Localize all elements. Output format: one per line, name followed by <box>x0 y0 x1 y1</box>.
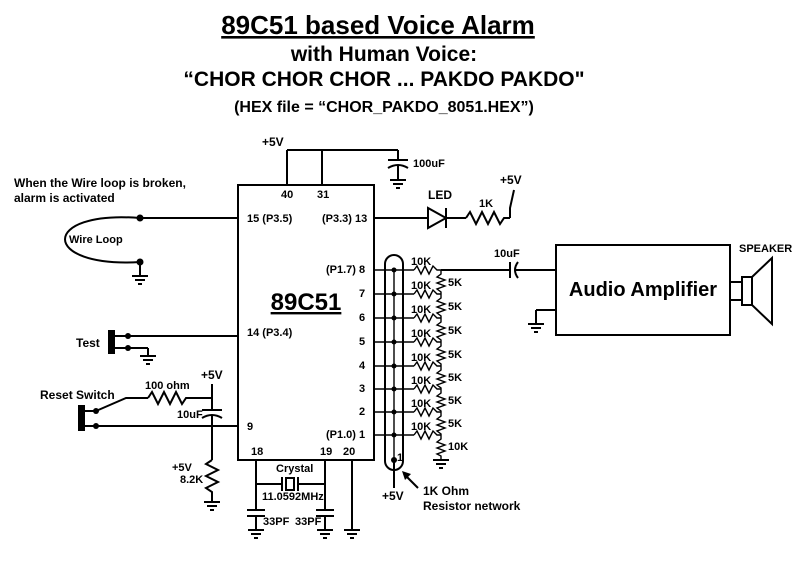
port-pin-7: 7 <box>359 288 365 300</box>
pin-9-label: 9 <box>247 421 253 433</box>
pin-15-label: 15 (P3.5) <box>247 213 293 225</box>
diagram-subtitle: with Human Voice: <box>290 43 477 66</box>
pin-p10-label: (P1.0) <box>326 429 356 441</box>
reset-vcc-label: +5V <box>201 368 223 382</box>
r5k-label-1: 5K <box>448 277 462 289</box>
pin-p17-label: (P1.7) 8 <box>326 264 365 276</box>
output-cap-label: 10uF <box>494 248 520 260</box>
wire-note-line2: alarm is activated <box>14 191 115 205</box>
pin-31-label: 31 <box>317 189 329 201</box>
pulldown-vcc-label: +5V <box>172 462 193 474</box>
reset-resistor-label: 100 ohm <box>145 380 190 392</box>
port-pin-1: 1 <box>359 429 365 441</box>
wire-loop-circuit: When the Wire loop is broken, alarm is a… <box>14 176 238 285</box>
vcc-top-label: +5V <box>262 135 284 149</box>
crystal-circuit: Crystal 11.0592MHz 33PF 33PF <box>247 460 360 539</box>
r5k-label-5: 5K <box>448 372 462 384</box>
wire-loop-label: Wire Loop <box>69 234 123 246</box>
led-vcc-label: +5V <box>500 173 522 187</box>
crystal-freq-label: 11.0592MHz <box>262 491 324 503</box>
audio-amplifier-box <box>555 244 731 336</box>
pin-13-label: (P3.3) 13 <box>322 213 367 225</box>
reset-cap-label: 10uF <box>177 409 203 421</box>
r10k-label-8: 10K <box>411 256 431 268</box>
wire-note-line1: When the Wire loop is broken, <box>14 176 186 190</box>
r5k-label-6: 5K <box>448 395 462 407</box>
speaker-icon <box>741 276 753 306</box>
audio-amplifier-label: Audio Amplifier <box>569 279 717 301</box>
diagram-title: 89C51 based Voice Alarm <box>221 10 535 40</box>
r10k-label-2: 10K <box>411 398 431 410</box>
r10k-label-4: 10K <box>411 352 431 364</box>
pin-20-label: 20 <box>343 446 355 458</box>
r10k-label-6: 10K <box>411 304 431 316</box>
chip-name: 89C51 <box>271 289 342 316</box>
pulldown-resistor-label: 8.2K <box>180 474 203 486</box>
cap-33pf-a-label: 33PF <box>263 516 290 528</box>
led-resistor-label: 1K <box>479 198 493 210</box>
network-vcc-label: +5V <box>382 489 404 503</box>
led-label: LED <box>428 188 452 202</box>
speaker-label: SPEAKER <box>739 243 792 255</box>
port-pin-5: 5 <box>359 336 365 348</box>
r5k-label-3: 5K <box>448 325 462 337</box>
reset-switch-label: Reset Switch <box>40 388 115 402</box>
r10k-label-1: 10K <box>411 421 431 433</box>
diagram-hex-file: (HEX file = “CHOR_PAKDO_8051.HEX”) <box>234 99 534 116</box>
r5k-label-4: 5K <box>448 349 462 361</box>
diagram-voice-text: “CHOR CHOR CHOR ... PAKDO PAKDO" <box>183 68 584 91</box>
power-top: +5V 100uF <box>262 135 445 189</box>
network-label-line2: Resistor network <box>423 499 521 513</box>
led-circuit: LED 1K +5V <box>374 173 522 230</box>
r5k-label-7: 5K <box>448 418 462 430</box>
pin-19-label: 19 <box>320 446 332 458</box>
test-switch-circuit: Test <box>76 330 238 365</box>
resistor-network: 1 +5V 10K 10K 10K 10K 10K 10K 10K 10K 5K… <box>374 254 521 513</box>
network-label-line1: 1K Ohm <box>423 484 469 498</box>
cap-33pf-b-label: 33PF <box>295 516 322 528</box>
r10k-label-7: 10K <box>411 280 431 292</box>
port-pin-2: 2 <box>359 406 365 418</box>
reset-circuit: Reset Switch 100 ohm +5V 10uF +5V 8.2K <box>40 368 238 511</box>
pin-40-label: 40 <box>281 189 293 201</box>
crystal-label: Crystal <box>276 463 313 475</box>
r10k-bottom-label: 10K <box>448 441 468 453</box>
r5k-label-2: 5K <box>448 301 462 313</box>
port-pin-4: 4 <box>359 360 366 372</box>
r10k-label-3: 10K <box>411 375 431 387</box>
amplifier-circuit: 10uF Audio Amplifier SPEAKER <box>441 243 792 336</box>
test-label: Test <box>76 336 100 350</box>
cap-100uf-label: 100uF <box>413 158 445 170</box>
network-pin1-label: 1 <box>397 452 403 464</box>
pin-14-label: 14 (P3.4) <box>247 327 293 339</box>
port1-pin-numbers: 7 6 5 4 3 2 1 <box>359 288 366 441</box>
pin-18-label: 18 <box>251 446 263 458</box>
r10k-label-5: 10K <box>411 328 431 340</box>
chip-body <box>237 184 375 461</box>
port-pin-6: 6 <box>359 312 365 324</box>
port-pin-3: 3 <box>359 383 365 395</box>
